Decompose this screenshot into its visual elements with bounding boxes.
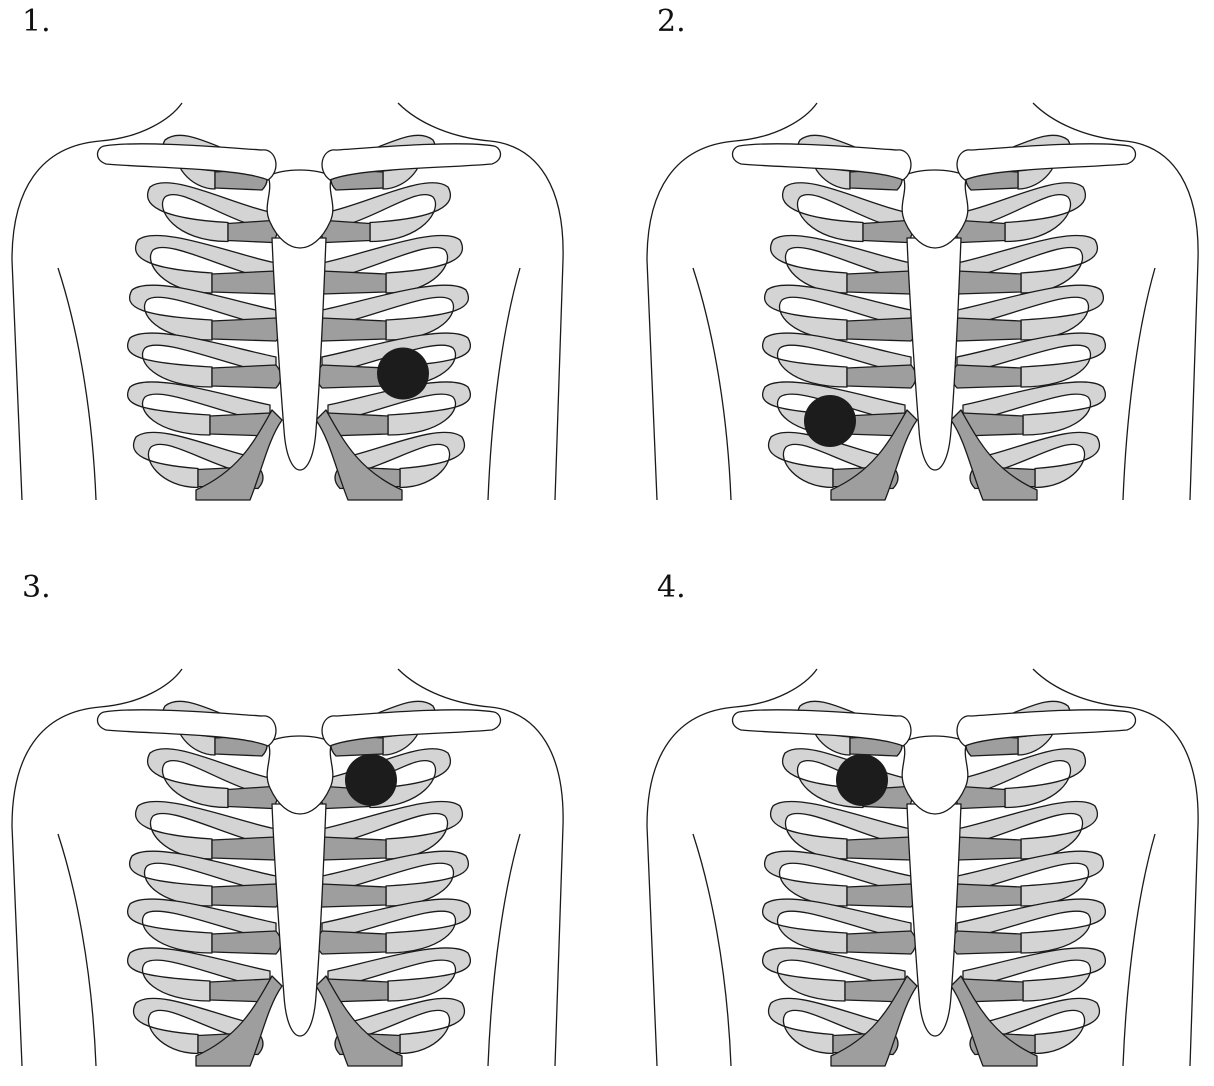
panel-1: 1. — [0, 0, 590, 520]
torso-outline — [646, 102, 818, 501]
costal-margin — [195, 409, 283, 501]
ribcage-drawing — [646, 102, 1199, 501]
clavicle — [96, 709, 277, 747]
placement-marker — [836, 754, 888, 806]
costal-cartilage — [846, 364, 917, 389]
clavicle — [96, 143, 277, 181]
torso-outline — [11, 668, 183, 1067]
ribcage-diagram — [646, 668, 1199, 1067]
costal-cartilage — [951, 883, 1022, 908]
costal-cartilage — [951, 317, 1022, 342]
torso-outline — [646, 668, 818, 1067]
costal-margin — [950, 975, 1038, 1067]
panel-label: 1. — [22, 4, 51, 39]
sternum — [906, 237, 962, 471]
costal-cartilage — [316, 836, 387, 861]
ribcage-diagram — [11, 102, 564, 501]
ribcage-diagram — [11, 668, 564, 1067]
costal-margin — [950, 409, 1038, 501]
sternum — [271, 237, 327, 471]
costal-cartilage — [211, 364, 282, 389]
panel-label: 2. — [657, 4, 686, 39]
manubrium — [901, 735, 969, 815]
costal-cartilage — [846, 930, 917, 955]
sternum — [906, 803, 962, 1037]
clavicle — [731, 143, 912, 181]
arm-line — [57, 833, 97, 1067]
panel-4: 4. — [635, 566, 1214, 1086]
panel-2: 2. — [635, 0, 1214, 520]
ribcage-drawing — [11, 668, 564, 1067]
costal-cartilage — [951, 836, 1022, 861]
costal-cartilage — [951, 930, 1022, 955]
arm-line — [57, 267, 97, 501]
costal-cartilage — [316, 317, 387, 342]
placement-marker — [804, 395, 856, 447]
costal-cartilage — [951, 270, 1022, 295]
torso-outline — [397, 668, 564, 1067]
costal-cartilage — [211, 270, 282, 295]
torso-outline — [1032, 668, 1199, 1067]
placement-marker — [377, 347, 429, 400]
torso-outline — [11, 102, 183, 501]
costal-cartilage — [227, 219, 278, 244]
costal-cartilage — [846, 270, 917, 295]
costal-cartilage — [211, 930, 282, 955]
arm-line — [1122, 267, 1156, 501]
costal-margin — [195, 975, 283, 1067]
panel-label: 3. — [22, 570, 51, 605]
ribcage-drawing — [646, 668, 1199, 1067]
placement-marker — [345, 754, 397, 806]
torso-outline — [397, 102, 564, 501]
clavicle — [956, 143, 1137, 181]
clavicle — [731, 709, 912, 747]
manubrium — [266, 169, 334, 249]
costal-margin — [830, 975, 918, 1067]
costal-margin — [315, 409, 403, 501]
clavicle — [956, 709, 1137, 747]
costal-cartilage — [211, 836, 282, 861]
costal-cartilage — [227, 785, 278, 810]
costal-cartilage — [316, 364, 387, 389]
arm-line — [487, 267, 521, 501]
panel-3: 3. — [0, 566, 590, 1086]
torso-outline — [1032, 102, 1199, 501]
panel-label: 4. — [657, 570, 686, 605]
arm-line — [1122, 833, 1156, 1067]
costal-cartilage — [316, 270, 387, 295]
clavicle — [321, 143, 502, 181]
costal-margin — [830, 409, 918, 501]
clavicle — [321, 709, 502, 747]
costal-cartilage — [846, 317, 917, 342]
costal-cartilage — [211, 317, 282, 342]
costal-margin — [315, 975, 403, 1067]
manubrium — [901, 169, 969, 249]
costal-cartilage — [316, 883, 387, 908]
arm-line — [692, 267, 732, 501]
costal-cartilage — [846, 836, 917, 861]
ribcage-diagram — [646, 102, 1199, 501]
manubrium — [266, 735, 334, 815]
ribcage-drawing — [11, 102, 564, 501]
arm-line — [692, 833, 732, 1067]
costal-cartilage — [316, 930, 387, 955]
costal-cartilage — [862, 219, 913, 244]
costal-cartilage — [211, 883, 282, 908]
costal-cartilage — [951, 364, 1022, 389]
sternum — [271, 803, 327, 1037]
arm-line — [487, 833, 521, 1067]
costal-cartilage — [846, 883, 917, 908]
